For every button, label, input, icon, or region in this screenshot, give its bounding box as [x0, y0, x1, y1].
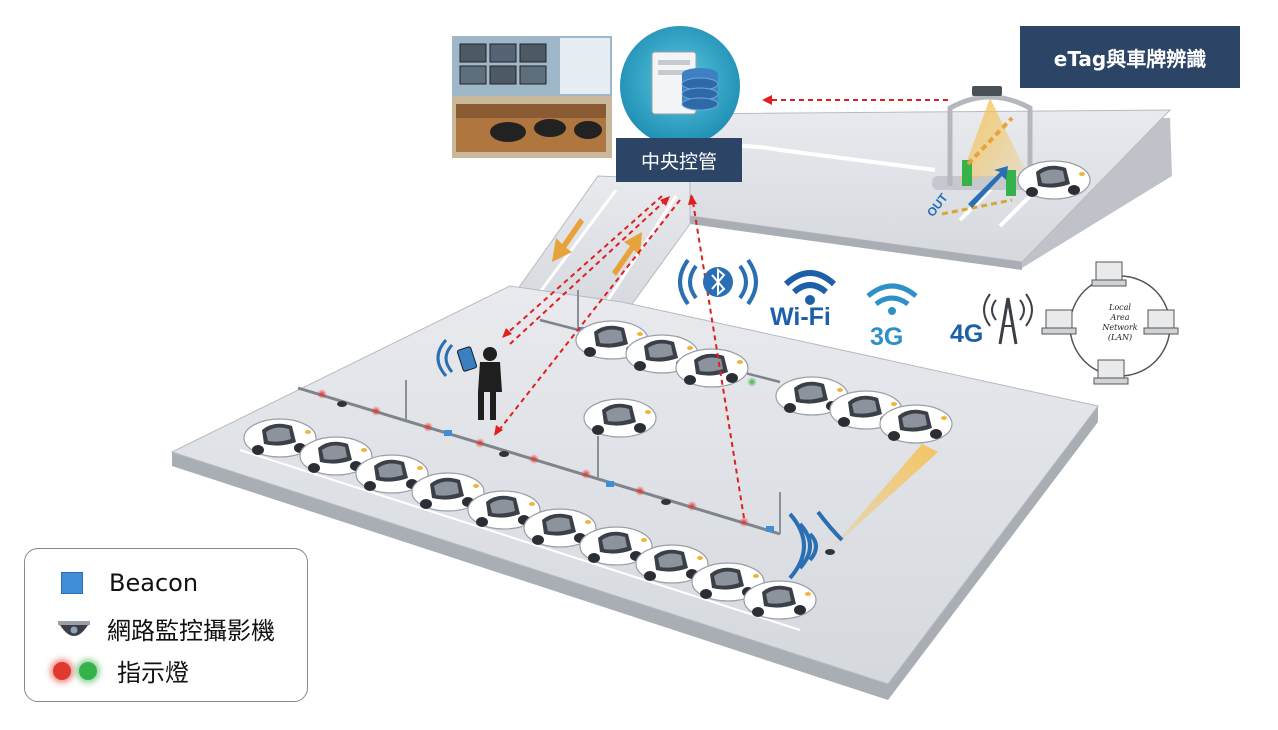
beacon-to-server-arrow: [691, 195, 745, 519]
legend-camera-label: 網路監控攝影機: [107, 617, 275, 645]
indicator-light-red: [475, 438, 485, 448]
legend: Beacon 網路監控攝影機 指示燈: [24, 548, 308, 702]
parked-cars-front-row: [239, 418, 817, 631]
legend-beacon-row: Beacon: [25, 569, 198, 597]
laptop-icon: [1091, 261, 1127, 287]
ramp-down-arrow: [552, 218, 584, 262]
4g-label: 4G: [950, 320, 983, 348]
control-room-image: [452, 36, 612, 158]
lan-diagram: Local Area Network (LAN): [1041, 261, 1179, 385]
legend-beacon-label: Beacon: [109, 569, 199, 597]
exit-gate: OUT: [924, 86, 1091, 219]
laptop-icon: [1143, 309, 1179, 335]
arrowheads: [494, 95, 772, 436]
ramp-up-arrow: [612, 232, 642, 276]
lan-text-line1: Local: [1108, 303, 1131, 312]
indicator-light-red: [739, 517, 749, 527]
laptop-icon: [1093, 359, 1129, 385]
indicator-light-red: [317, 389, 327, 399]
indicator-light-red: [581, 469, 591, 479]
camera-icon: [58, 620, 90, 636]
camera-beam: [830, 444, 938, 550]
lan-text-line4: (LAN): [1108, 333, 1132, 342]
3g-icon: 3G: [866, 283, 918, 351]
4g-icon: 4G: [950, 293, 1033, 348]
3g-label: 3G: [870, 323, 903, 351]
lan-text-line2: Area: [1109, 313, 1129, 322]
beacon-device: [444, 430, 452, 436]
laptop-icon: [1041, 309, 1077, 335]
legend-camera-row: 網路監控攝影機: [25, 611, 275, 646]
beacon-device: [766, 526, 774, 532]
server-icon: [620, 26, 740, 146]
server-to-rail-arrow: [495, 199, 681, 435]
communication-arrows: [495, 99, 948, 519]
lower-level: [170, 285, 1099, 700]
indicator-light-red: [423, 422, 433, 432]
etag-plate-recognition-label: eTag與車牌辨識: [1020, 26, 1240, 88]
camera-device: [661, 499, 671, 505]
server-to-user-arrow: [503, 195, 663, 337]
tablet-signal-icon: [444, 343, 454, 373]
user-with-tablet: [436, 339, 502, 420]
indicator-light-red: [687, 501, 697, 511]
indicator-light-red: [371, 406, 381, 416]
central-control-label: 中央控管: [616, 138, 742, 182]
legend-indicator-row: 指示燈: [25, 653, 189, 688]
wifi-label: Wi-Fi: [770, 303, 831, 331]
beacon-square-icon: [61, 572, 83, 594]
wifi-icon: Wi-Fi: [770, 270, 837, 331]
indicator-light-red: [529, 454, 539, 464]
bluetooth-icon: [678, 258, 758, 306]
indicator-light-green: [747, 377, 757, 387]
upper-level: [675, 109, 1172, 270]
legend-indicator-label: 指示燈: [117, 659, 189, 687]
camera-device: [499, 451, 509, 457]
ramp: [509, 175, 691, 319]
red-light-icon: [53, 661, 71, 680]
camera-device: [825, 549, 835, 555]
lan-text-line3: Network: [1101, 323, 1137, 332]
green-light-icon: [79, 661, 97, 680]
indicator-light-red: [635, 486, 645, 496]
beacon-signal-icon: [788, 510, 844, 580]
camera-device: [337, 401, 347, 407]
beacon-device: [606, 481, 614, 487]
